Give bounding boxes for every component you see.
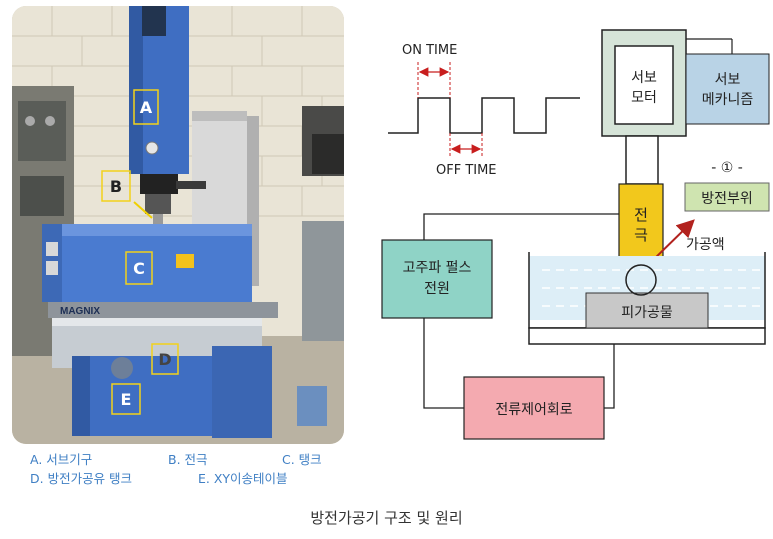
servo-mechanism-label-line1: 서보 [714, 72, 741, 88]
pulse-waveform [388, 97, 580, 134]
machine-illustration: MAGNIX A B C D E [12, 6, 344, 444]
discharge-part-label: 방전부위 [701, 191, 753, 207]
legend-d: D. 방전가공유 탱크 [30, 471, 133, 486]
electrode-label-line2: 극 [634, 226, 648, 244]
edm-principle-diagram: ON TIME OFF TIME 서보 모터 서보 메카니즘 - ① - 방전부… [352, 0, 773, 505]
marker-b: B [110, 177, 122, 196]
legend-a: A. 서브기구 [30, 452, 93, 467]
pulse-power-box [381, 239, 493, 319]
pulse-power-label-line1: 고주파 펄스 [402, 260, 472, 276]
pulse-power-label-line2: 전원 [424, 281, 450, 297]
legend-e: E. XY이송테이블 [198, 471, 288, 486]
tank-base [528, 327, 766, 345]
marker-d: D [158, 350, 171, 369]
legend-c: C. 탱크 [282, 452, 322, 467]
on-time-label: ON TIME [402, 43, 458, 58]
legend-b: B. 전극 [168, 452, 208, 467]
servo-mechanism-box [685, 53, 770, 125]
electrode-label: 전 극 [619, 205, 663, 245]
pulse-power-label: 고주파 펄스 전원 [382, 258, 492, 300]
machine-brand-text: MAGNIX [60, 306, 100, 317]
servo-mechanism-label-line2: 메카니즘 [701, 92, 754, 108]
off-time-label: OFF TIME [436, 163, 497, 178]
servo-motor-label-line2: 모터 [631, 90, 657, 106]
current-control-label: 전류제어회로 [495, 402, 573, 418]
fluid-label: 가공액 [686, 237, 725, 253]
servo-shaft [625, 135, 659, 185]
marker-e: E [121, 390, 132, 409]
servo-motor-label: 서보 모터 [615, 68, 673, 108]
discharge-part-box [684, 182, 770, 212]
workpiece-label: 피가공물 [621, 305, 673, 321]
servo-mechanism-label: 서보 메카니즘 [686, 70, 769, 110]
discharge-pointer-arrow [650, 219, 695, 263]
circuit-wiring [423, 213, 619, 409]
figure-caption: 방전가공기 구조 및 원리 [310, 509, 463, 527]
marker-a: A [140, 98, 153, 117]
servo-motor-label-line1: 서보 [631, 70, 657, 86]
discharge-zone-circle [625, 264, 657, 296]
circle-number-label: - ① - [711, 160, 743, 176]
marker-c: C [133, 259, 145, 278]
servo-motor-box [614, 45, 674, 125]
electrode-box [618, 183, 664, 267]
machine-photo: MAGNIX A B C D E [12, 6, 344, 444]
diagram-lines [381, 29, 770, 440]
electrode-label-line1: 전 [634, 206, 648, 224]
